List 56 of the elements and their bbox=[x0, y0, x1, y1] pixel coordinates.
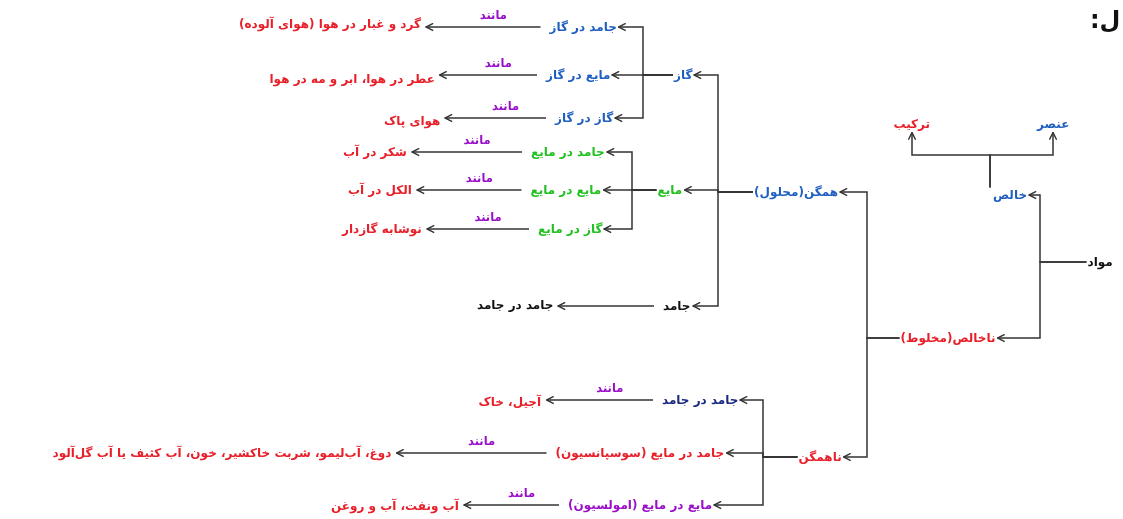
node-label: آجیل، خاک bbox=[477, 394, 543, 410]
arrow bbox=[603, 189, 658, 234]
arrow bbox=[907, 131, 991, 189]
node-label: جامد در گاز bbox=[548, 19, 618, 35]
node-label: مایع در مایع (امولسیون) bbox=[567, 497, 714, 513]
node-label: گاز در مایع bbox=[537, 221, 604, 237]
edge-label: مانند bbox=[596, 382, 624, 395]
node-label: جامد در جامد bbox=[476, 297, 555, 313]
arrow bbox=[425, 22, 542, 32]
arrow bbox=[411, 147, 523, 157]
edge-label: مانند bbox=[465, 172, 493, 185]
node-label: مایع در گاز bbox=[545, 67, 612, 83]
node-label: گاز bbox=[673, 67, 694, 83]
node-label: مواد bbox=[1086, 254, 1114, 270]
edge-label: مانند bbox=[468, 435, 496, 448]
arrow bbox=[438, 70, 538, 80]
arrow bbox=[463, 500, 560, 510]
arrow bbox=[416, 185, 523, 195]
node-label: همگن(محلول) bbox=[753, 184, 840, 200]
edge-label: مانند bbox=[479, 9, 507, 22]
edge-label: مانند bbox=[484, 57, 512, 70]
edge-label: مانند bbox=[474, 211, 502, 224]
arrow bbox=[614, 74, 674, 123]
node-label: ناخالص(مخلوط) bbox=[899, 330, 997, 346]
node-label: گاز در گاز bbox=[554, 110, 615, 126]
node-label: گرد و غبار در هوا (هوای آلوده) bbox=[238, 16, 422, 32]
node-label: جامد bbox=[662, 298, 692, 314]
node-label: جامد در مایع bbox=[530, 144, 606, 160]
node-label: الکل در آب bbox=[347, 182, 413, 198]
edge-label: مانند bbox=[463, 134, 491, 147]
node-label: هوای پاک bbox=[383, 113, 442, 129]
arrow bbox=[426, 224, 530, 234]
edge-label: مانند bbox=[492, 100, 520, 113]
arrow bbox=[444, 113, 547, 123]
arrow bbox=[557, 301, 655, 311]
node-label: خالص bbox=[992, 187, 1029, 203]
node-label: مایع bbox=[656, 182, 684, 198]
node-label: نوشابه گازدار bbox=[341, 221, 423, 237]
node-label: ناهمگن bbox=[797, 449, 843, 465]
node-label: دوغ، آب‌لیمو، شربت خاکشیر، خون، آب کثیف یا آب گل‌آلود bbox=[51, 445, 393, 461]
arrow bbox=[395, 448, 548, 458]
node-label: آب ونفت، آب و روغن bbox=[330, 498, 460, 514]
node-label: شکر در آب bbox=[342, 144, 408, 160]
node-label: عطر در هوا، ابر و مه در هوا bbox=[268, 71, 436, 87]
node-label: جامد در مایع (سوسپانسیون) bbox=[554, 445, 726, 461]
arrow bbox=[996, 261, 1088, 343]
node-label: ترکیب bbox=[892, 116, 932, 132]
node-label: جامد در جامد bbox=[661, 392, 740, 408]
arrow bbox=[545, 395, 654, 405]
heading: ل: bbox=[1089, 6, 1122, 34]
node-label: عنصر bbox=[1036, 116, 1071, 132]
arrow bbox=[713, 456, 799, 510]
arrow bbox=[842, 337, 901, 462]
arrow bbox=[692, 191, 754, 311]
edge-label: مانند bbox=[508, 487, 536, 500]
node-label: مایع در مایع bbox=[529, 182, 603, 198]
